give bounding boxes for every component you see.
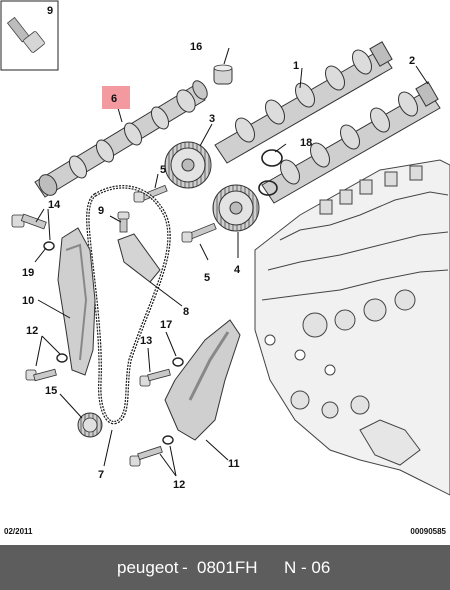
callout-labels: 9 16 1 2 6 3 18 5 14 9 19 5 4 10 8 12 17… (22, 5, 415, 491)
sprocket-4 (212, 184, 260, 232)
banner-separator: - (182, 558, 188, 577)
callout-5-upper: 5 (160, 164, 166, 176)
callout-14: 14 (48, 199, 61, 211)
sprocket-3 (164, 141, 212, 189)
bolt-19 (11, 213, 55, 251)
bolt-5b (181, 222, 217, 243)
camshaft-2 (261, 81, 441, 204)
callout-5-lower: 5 (204, 272, 210, 284)
banner-page: N - 06 (284, 558, 331, 577)
callout-19: 19 (22, 267, 34, 279)
callout-6: 6 (111, 93, 117, 105)
diagram-code: 00090585 (410, 527, 446, 536)
callout-2: 2 (409, 55, 415, 67)
callout-10: 10 (22, 295, 34, 307)
crank-sprocket-15 (77, 412, 103, 438)
banner-brand: peugeot (117, 558, 179, 577)
tensioner-guide-11 (164, 319, 241, 441)
callout-9-inset: 9 (47, 5, 53, 17)
bolt-9-inset (6, 16, 45, 53)
callout-13: 13 (140, 335, 152, 347)
chain-guide-8 (117, 233, 161, 283)
banner-reference: 0801FH (197, 558, 258, 577)
callout-18: 18 (300, 137, 312, 149)
bolt-5a (133, 184, 168, 203)
chain-guide-10 (57, 227, 96, 376)
callout-4: 4 (234, 264, 241, 276)
callout-15: 15 (45, 385, 57, 397)
bolt-9b (117, 211, 130, 233)
camshaft-1 (214, 41, 393, 164)
callout-12-left: 12 (26, 325, 38, 337)
bolt-13 (139, 368, 171, 387)
callout-17: 17 (160, 319, 172, 331)
callout-1: 1 (293, 60, 299, 72)
callout-11: 11 (228, 458, 240, 470)
washer-17 (172, 357, 184, 367)
callout-12-right: 12 (173, 479, 185, 491)
callout-3: 3 (209, 113, 215, 125)
seal-ring-18b (258, 180, 278, 196)
callout-8: 8 (183, 306, 189, 318)
camshaft-6 (34, 80, 208, 198)
leader-lines (34, 47, 429, 477)
chain-inner-line (87, 186, 170, 423)
callout-9: 9 (98, 205, 104, 217)
highlight-6 (102, 86, 130, 109)
engine-block (254, 159, 450, 496)
seal-ring-18a (261, 149, 283, 167)
revision-date: 02/2011 (4, 527, 33, 536)
reference-banner: peugeot - 0801FH N - 06 (0, 545, 450, 590)
callout-16: 16 (190, 41, 202, 53)
bolt-12a (25, 353, 68, 382)
bolt-12b (129, 435, 174, 467)
callout-7: 7 (98, 469, 104, 481)
cap-16 (213, 64, 233, 85)
